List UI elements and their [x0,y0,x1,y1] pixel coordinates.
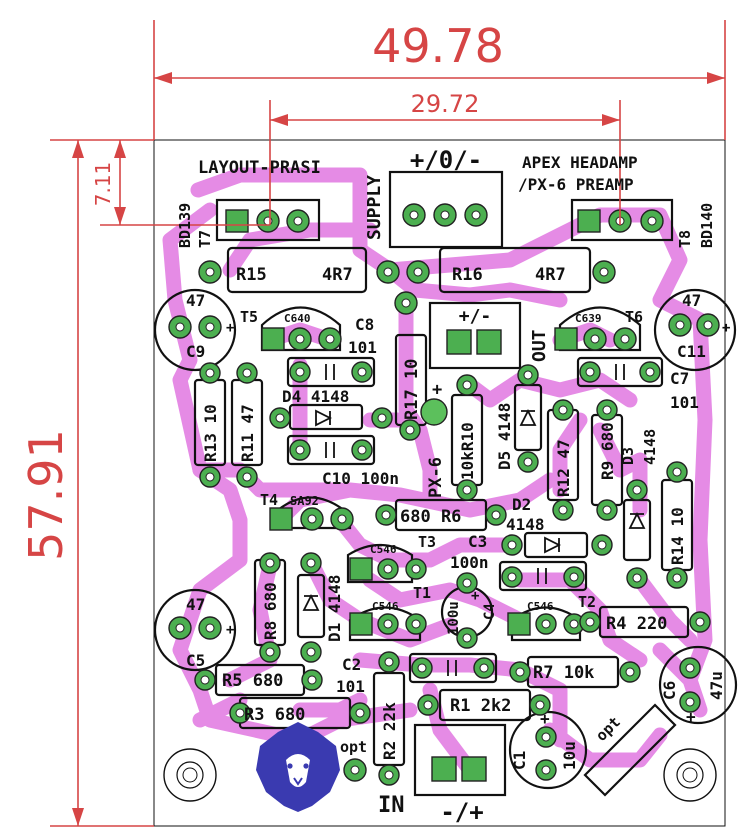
c4-label: C4 [482,603,498,620]
t5-part: C640 [284,312,311,325]
dim-height-main: 57.91 [19,429,73,561]
t6-part: C639 [575,312,602,325]
t2-part: C546 [527,600,554,613]
d3-value: 4148 [641,429,659,465]
r8-label: R8 680 [261,582,280,640]
dimension-lines [50,20,726,827]
r13-label: R13 10 [201,404,220,462]
r2-label: R2 22k [380,702,399,760]
supply-pins-label: +/0/- [410,146,482,174]
d3-label: D3 [619,447,637,465]
c6-label: C6 [660,681,679,700]
d2-value: 4148 [506,515,545,534]
dim-height-small: 7.11 [91,162,115,207]
d1-label: D1 4148 [325,575,344,642]
cap-symbols [325,364,625,676]
r9-label: R9 680 [598,422,617,480]
r5-label: R5 680 [222,671,283,691]
dim-width-main: 49.78 [372,19,504,73]
c9-value: 47 [186,291,205,310]
c1-value: 10u [560,741,579,770]
r6-label: 680 R6 [400,507,461,527]
c9-label: C9 [186,342,205,361]
c2-value: 101 [336,677,365,696]
dimension-labels: 49.78 29.72 57.91 7.11 [19,19,504,561]
t7-part: BD139 [176,203,194,248]
c11-value: 47 [682,291,701,310]
mounting-holes [163,748,717,802]
r16-value: 4R7 [535,265,566,285]
r11-label: R11 47 [238,404,257,462]
title-line-1: APEX HEADAMP [522,153,638,172]
d4-label: D4 4148 [282,387,349,406]
silkscreen-labels: LAYOUT-PRASI SUPPLY +/0/- APEX HEADAMP /… [176,146,730,826]
r7-label: R7 10k [533,663,594,683]
c7-value: 101 [670,393,699,412]
c2-label: C2 [342,655,361,674]
c5-value: 47 [186,595,205,614]
r4-label: R4 220 [606,614,667,634]
plus-mark: + [540,709,550,728]
r17-label: R17 10 [402,359,422,420]
t1-part: C546 [372,600,399,613]
opt-label-left: opt [340,738,367,756]
d5-label: D5 4148 [495,403,514,470]
t5-label: T5 [240,308,258,326]
dim-width-inner: 29.72 [411,90,480,118]
r12-label: R12 47 [554,439,573,497]
c3-value: 100n [450,553,489,572]
c8-label: C8 [355,315,374,334]
c4-value: 100u [446,601,462,635]
title-line-2: /PX-6 PREAMP [518,175,634,194]
d2-label: D2 [512,495,531,514]
pads [168,203,720,786]
diode-symbols [302,408,646,611]
plus-mark: + [722,320,730,336]
t4-label: T4 [260,491,278,509]
c6-value: 47u [707,671,726,700]
plus-mark: + [686,707,696,726]
t7-label: T7 [196,230,214,248]
c8-value: 101 [348,338,377,357]
t4-part: SA92 [290,494,319,508]
lion-logo [256,722,340,812]
px6-plus: + [432,380,442,400]
c10-label: C10 100n [322,469,399,488]
t3-label: T3 [418,533,436,551]
t1-label: T1 [413,584,431,602]
out-pins-label: +/- [459,306,492,327]
in-label: IN [378,793,405,818]
plus-mark: + [226,320,234,336]
t8-part: BD140 [698,203,716,248]
c5-label: C5 [186,651,205,670]
plus-mark: + [471,588,479,604]
r3-label: R3 680 [244,705,305,725]
t8-label: T8 [676,230,694,248]
t6-label: T6 [625,308,643,326]
t2-label: T2 [578,593,596,611]
c3-label: C3 [468,532,487,551]
plus-mark: + [226,622,234,638]
layout-label: LAYOUT-PRASI [198,158,321,178]
r1-label: R1 2k2 [450,696,511,716]
in-pins-label: -/+ [440,798,483,826]
r15-value: 4R7 [322,265,353,285]
c11-label: C11 [677,342,706,361]
c7-label: C7 [670,369,689,388]
r15-label: R15 [236,265,267,285]
r16-label: R16 [452,265,483,285]
r10-label: 10kR10 [458,422,477,480]
c1-label: C1 [510,751,529,770]
supply-label: SUPPLY [364,175,385,240]
px6-label: PX-6 [426,457,446,498]
t3-part: C546 [370,543,397,556]
out-label: OUT [529,329,550,362]
r14-label: R14 10 [668,507,687,565]
